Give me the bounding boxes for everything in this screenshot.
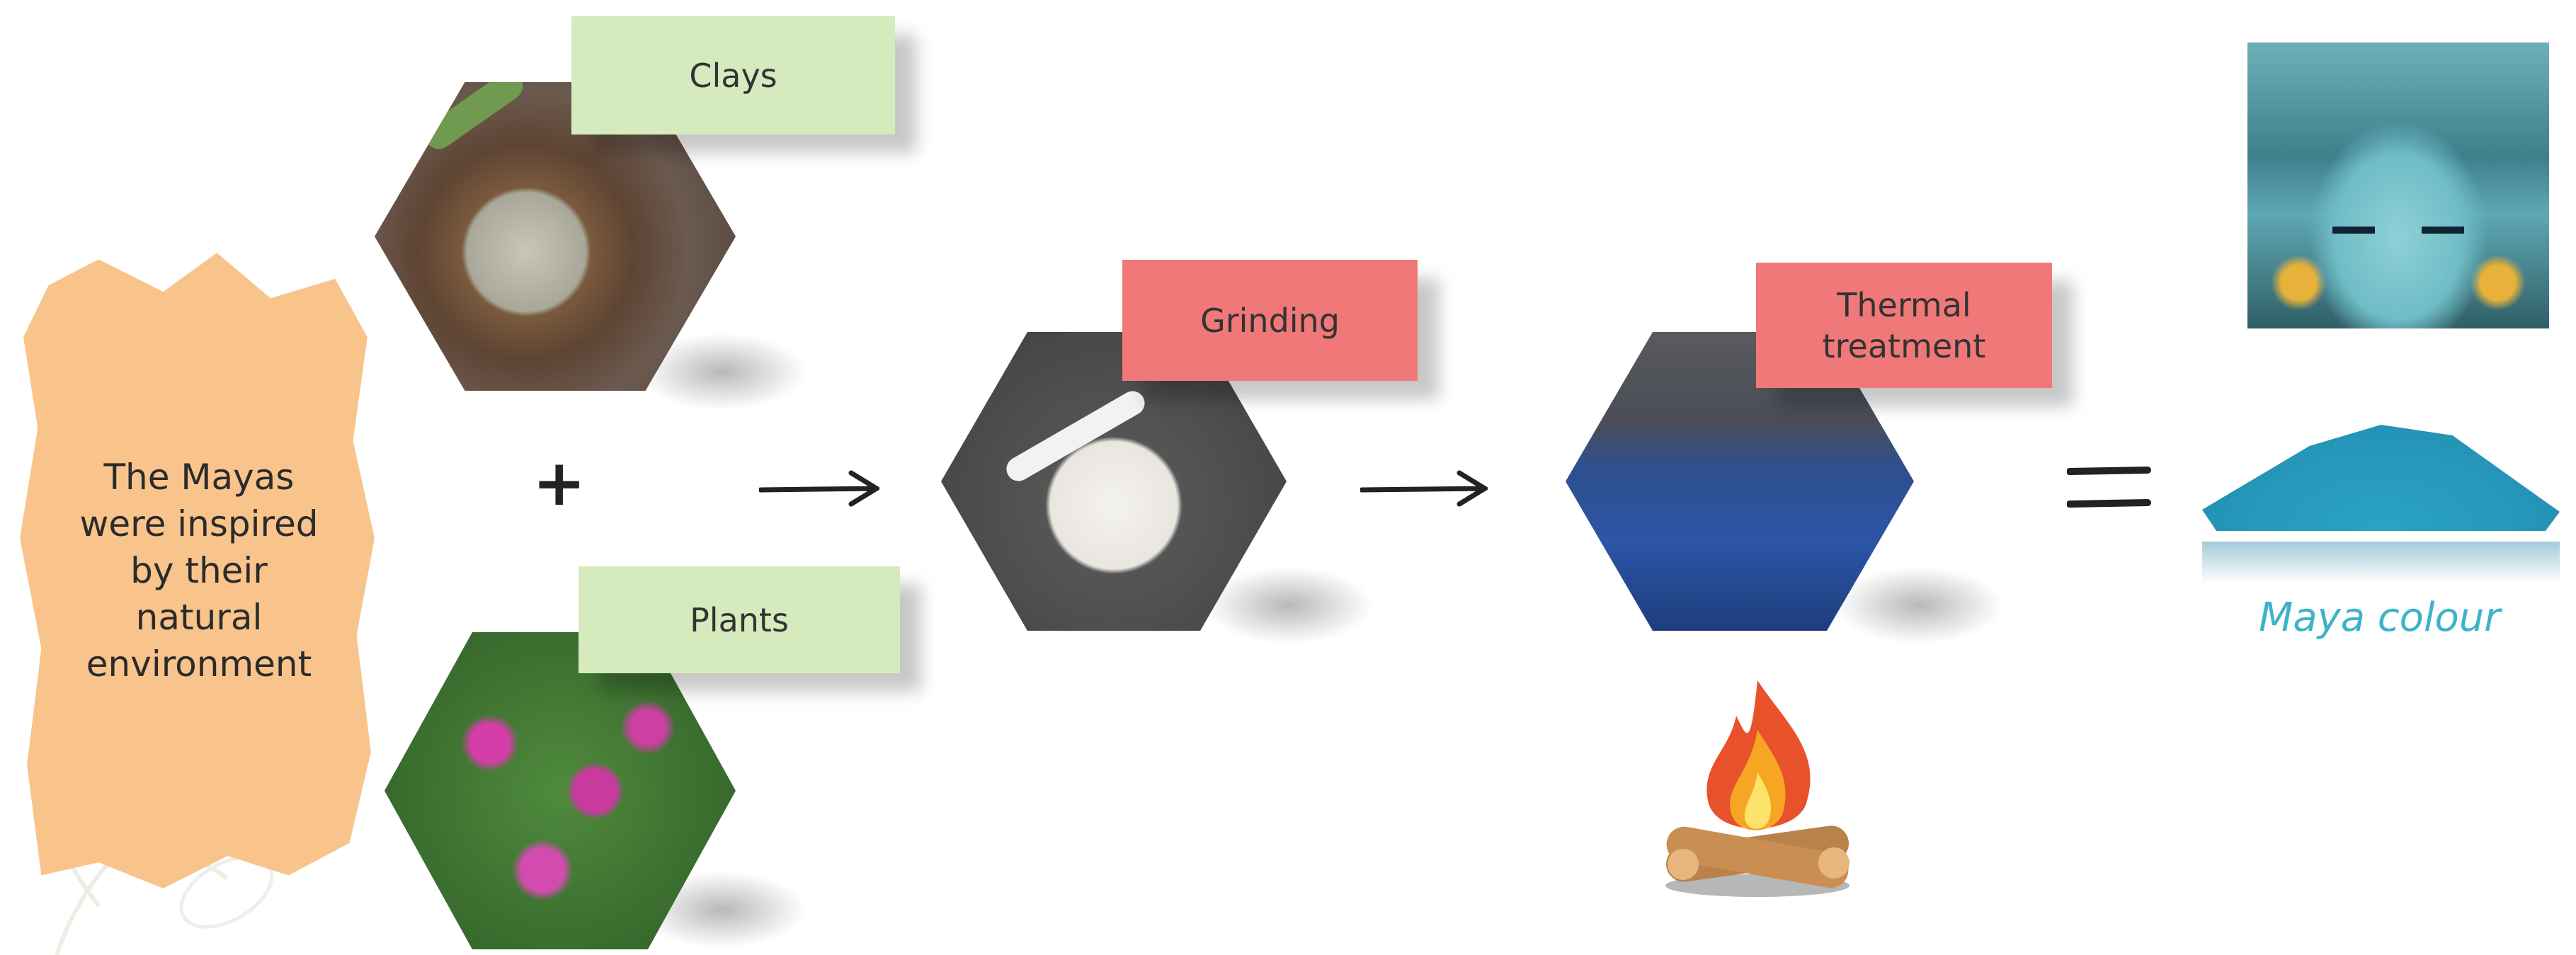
- thermal-shadow: [1834, 566, 2004, 644]
- maya-colour-label: Maya colour: [2259, 595, 2501, 641]
- grinding-label: Grinding: [1122, 260, 1418, 381]
- leaf-sprig-icon: [418, 82, 529, 155]
- maya-mask-image: [2247, 42, 2549, 328]
- equals-sign-icon: =: [2067, 467, 2151, 508]
- arrow-right-icon: [1360, 470, 1488, 507]
- grinding-image: [941, 332, 1287, 631]
- mask-eye-icon: [2332, 227, 2375, 234]
- plus-sign: +: [532, 446, 586, 520]
- intro-paint-splash: [20, 253, 375, 888]
- plants-image: [384, 632, 736, 949]
- blue-pigment-powder-image: [2202, 425, 2560, 531]
- mask-eye-icon: [2422, 227, 2464, 234]
- campfire-icon: [1665, 680, 1850, 897]
- pigment-reflection: [2202, 542, 2560, 584]
- grinding-shadow: [1204, 566, 1374, 644]
- arrow-right-icon: [759, 470, 879, 507]
- plants-label: Plants: [579, 566, 900, 673]
- intro-text: The Mayas were inspired by their natural…: [79, 457, 319, 685]
- thermal-treatment-label: Thermal treatment: [1756, 263, 2052, 388]
- clays-label: Clays: [571, 16, 895, 135]
- pestle-icon: [1002, 387, 1149, 486]
